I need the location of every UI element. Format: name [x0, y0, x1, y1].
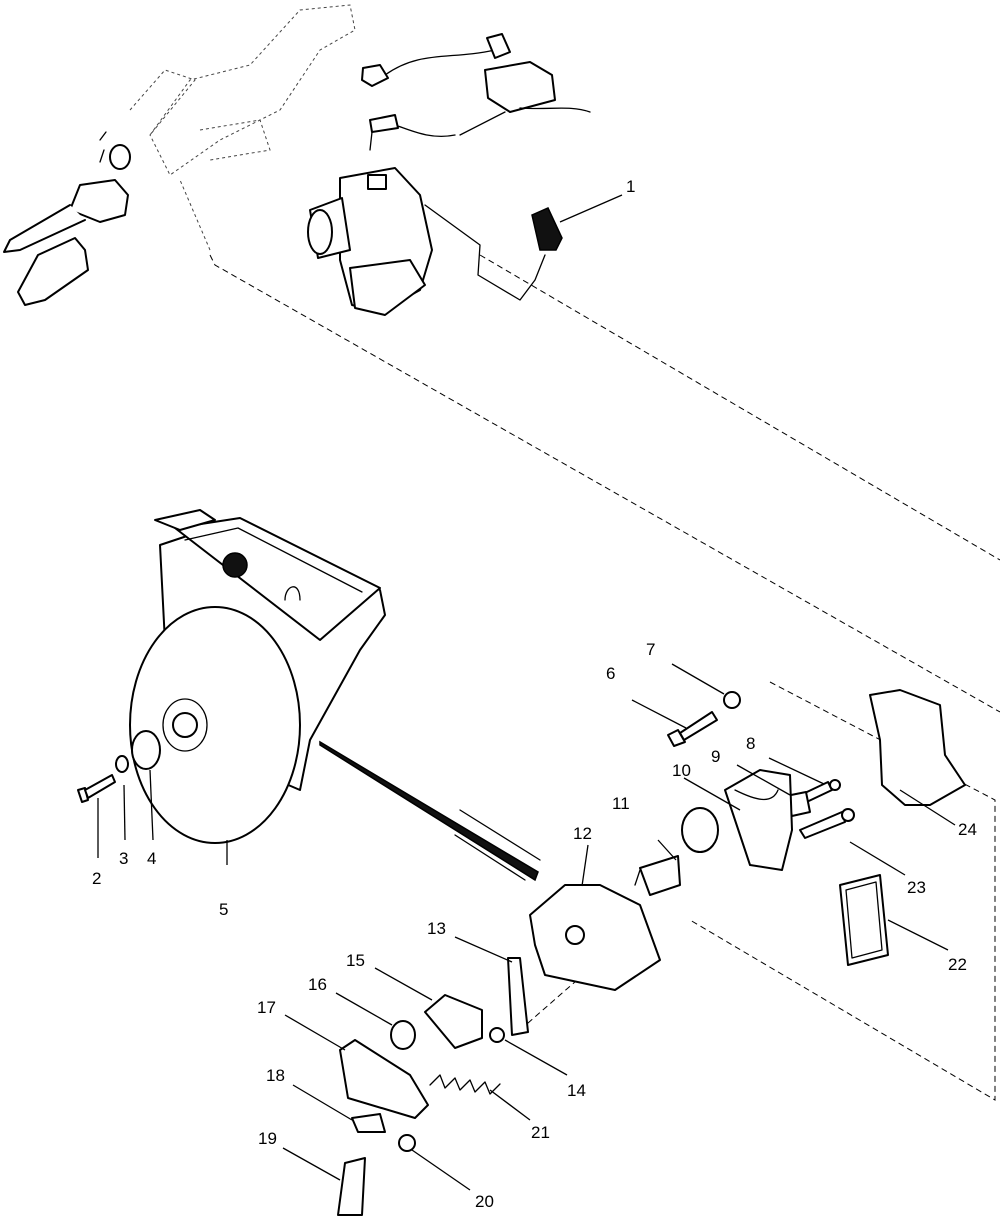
part-22-gasket — [839, 874, 889, 966]
carburetor — [307, 167, 433, 316]
callout-11: 11 — [612, 794, 630, 813]
throttle-lever-assembly — [3, 131, 131, 306]
part-13-link — [507, 957, 529, 1036]
callout-20: 20 — [475, 1192, 494, 1211]
callout-8: 8 — [746, 734, 755, 753]
part-21-spring — [429, 1074, 501, 1095]
parts-2-3-4-fasteners — [77, 730, 161, 803]
leader-lines — [97, 194, 956, 1191]
callout-7: 7 — [646, 640, 655, 659]
callout-21: 21 — [531, 1123, 550, 1142]
part-15-clip — [424, 994, 483, 1049]
callout-12: 12 — [573, 824, 592, 843]
callout-3: 3 — [119, 849, 128, 868]
part-17-arm — [339, 1039, 429, 1119]
callout-16: 16 — [308, 975, 327, 994]
callout-24: 24 — [958, 820, 977, 839]
parts-nuts — [390, 1020, 505, 1152]
callout-19: 19 — [258, 1129, 277, 1148]
callout-2: 2 — [92, 869, 101, 888]
callout-4: 4 — [147, 849, 156, 868]
parts-18-19 — [337, 1113, 386, 1216]
callout-22: 22 — [948, 955, 967, 974]
callout-14: 14 — [567, 1081, 586, 1100]
part-10-bracket — [724, 769, 793, 871]
callout-1: 1 — [626, 177, 635, 196]
callout-labels: 1 2 3 4 5 6 7 8 9 10 11 12 13 14 15 16 1… — [92, 177, 977, 1211]
callout-17: 17 — [257, 998, 276, 1017]
part-11-solenoid — [634, 807, 719, 896]
wiring-harness — [361, 33, 591, 151]
part-1-cable — [424, 204, 563, 301]
callout-18: 18 — [266, 1066, 285, 1085]
callout-5: 5 — [219, 900, 228, 919]
handlebar-ghost-outline — [129, 4, 356, 251]
callout-9: 9 — [711, 747, 720, 766]
part-24-cover — [869, 689, 966, 806]
part-12-housing-block — [529, 884, 661, 991]
callout-23: 23 — [907, 878, 926, 897]
callout-6: 6 — [606, 664, 615, 683]
callout-10: 10 — [672, 761, 691, 780]
parts-6-7-bolt-nut — [667, 691, 741, 747]
part-5-housing — [129, 509, 386, 844]
parts-8-9 — [785, 779, 841, 817]
shaft-pin — [319, 740, 541, 882]
assembly-outline-dashed — [209, 254, 1000, 1101]
callout-15: 15 — [346, 951, 365, 970]
part-23-bolt — [799, 808, 855, 839]
callout-13: 13 — [427, 919, 446, 938]
